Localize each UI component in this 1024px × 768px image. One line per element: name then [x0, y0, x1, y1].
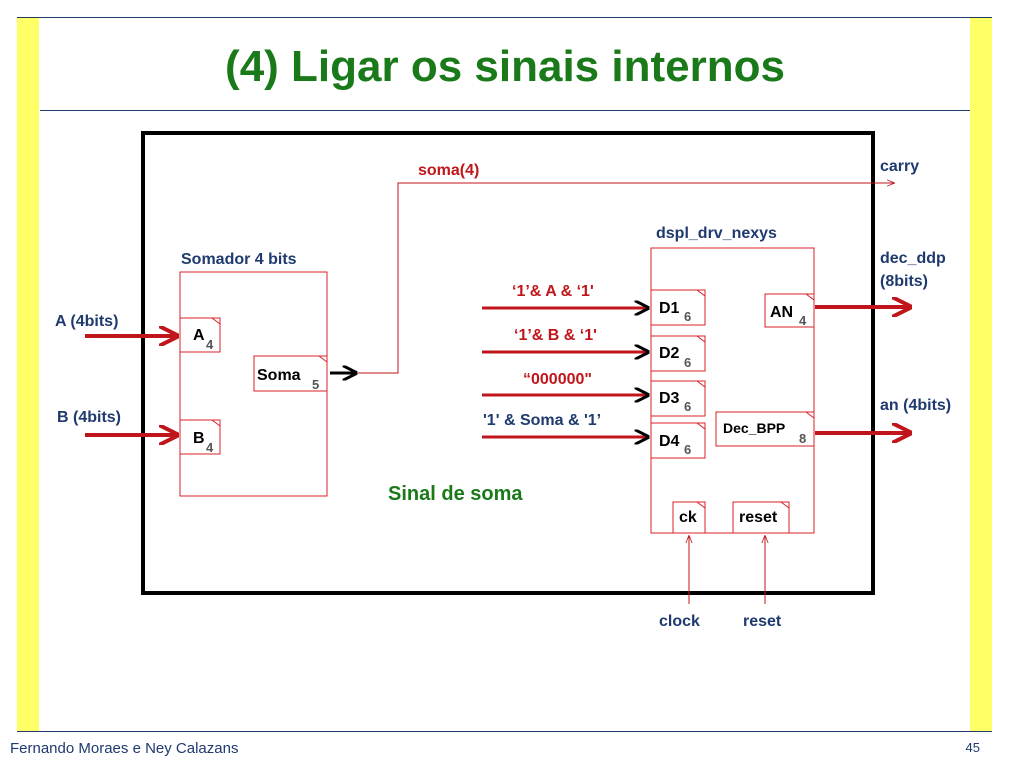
title-divider	[40, 110, 970, 111]
port-ck-clock-mark	[696, 501, 706, 509]
port-dec-label: Dec_BPP	[723, 420, 785, 436]
output-dec-ddp-label-1: dec_ddp	[880, 250, 946, 267]
somador-port-b	[179, 419, 221, 455]
input-d2-expr: ‘1’& B & ‘1'	[514, 327, 597, 344]
port-dec-clock-mark	[805, 411, 815, 419]
display-port-dec	[715, 411, 815, 447]
display-port-d2	[650, 335, 706, 372]
page-number: 45	[965, 740, 980, 755]
display-port-reset	[732, 501, 790, 534]
port-ck-label: ck	[679, 509, 697, 526]
port-d1-clock-mark	[696, 289, 706, 297]
port-b-label: B	[193, 430, 205, 447]
bottom-border-line	[17, 731, 992, 732]
port-b-clock-mark	[211, 419, 221, 427]
port-b-width: 4	[206, 440, 214, 455]
output-dec-ddp-label-2: (8bits)	[880, 273, 928, 290]
right-side-bar	[970, 17, 992, 731]
port-an-width: 4	[799, 313, 807, 328]
port-d4-clock-mark	[696, 422, 706, 430]
port-soma-label: Soma	[257, 367, 301, 384]
display-port-ck	[672, 501, 706, 534]
port-d2-width: 6	[684, 355, 691, 370]
port-d4-label: D4	[659, 433, 680, 450]
display-port-d3	[650, 380, 706, 417]
input-d1-expr: ‘1’& A & ‘1'	[512, 283, 594, 300]
port-an-label: AN	[770, 304, 793, 321]
port-a-width: 4	[206, 337, 214, 352]
slide-title: (4) Ligar os sinais internos	[225, 42, 785, 91]
input-a-label: A (4bits)	[55, 313, 118, 330]
somador-port-soma	[253, 355, 328, 392]
display-port-an	[764, 293, 815, 328]
input-reset-label: reset	[743, 613, 782, 630]
top-border-line	[17, 17, 992, 18]
port-reset-clock-mark	[780, 501, 790, 509]
port-d1-width: 6	[684, 309, 691, 324]
port-a-clock-mark	[211, 317, 221, 325]
port-d3-width: 6	[684, 399, 691, 414]
port-d2-clock-mark	[696, 335, 706, 343]
port-dec-width: 8	[799, 431, 806, 446]
signal-soma4-label: soma(4)	[418, 162, 479, 179]
center-label: Sinal de soma	[388, 483, 523, 505]
footer-author: Fernando Moraes e Ney Calazans	[10, 740, 239, 757]
input-d3-expr: “000000"	[523, 371, 592, 388]
display-port-d1	[650, 289, 706, 326]
wire-soma4-carry	[358, 183, 894, 374]
display-port-d4	[650, 422, 706, 459]
port-soma-width: 5	[312, 377, 319, 392]
port-d4-width: 6	[684, 442, 691, 457]
port-an-clock-mark	[805, 293, 815, 301]
input-clock-label: clock	[659, 613, 700, 630]
port-reset-label: reset	[739, 509, 778, 526]
port-a-label: A	[193, 327, 205, 344]
display-driver-title: dspl_drv_nexys	[656, 225, 777, 242]
port-d3-clock-mark	[696, 380, 706, 388]
input-b-label: B (4bits)	[57, 409, 121, 426]
somador-title: Somador 4 bits	[181, 251, 297, 268]
input-d4-expr: '1' & Soma & '1’	[483, 412, 601, 429]
port-d2-label: D2	[659, 345, 680, 362]
left-side-bar	[17, 17, 39, 731]
port-soma-clock-mark	[318, 355, 328, 363]
top-level-block	[141, 131, 875, 595]
output-carry-label: carry	[880, 158, 919, 175]
output-an-label: an (4bits)	[880, 397, 951, 414]
port-d1-label: D1	[659, 300, 680, 317]
somador-port-a	[179, 317, 221, 353]
port-d3-label: D3	[659, 390, 680, 407]
